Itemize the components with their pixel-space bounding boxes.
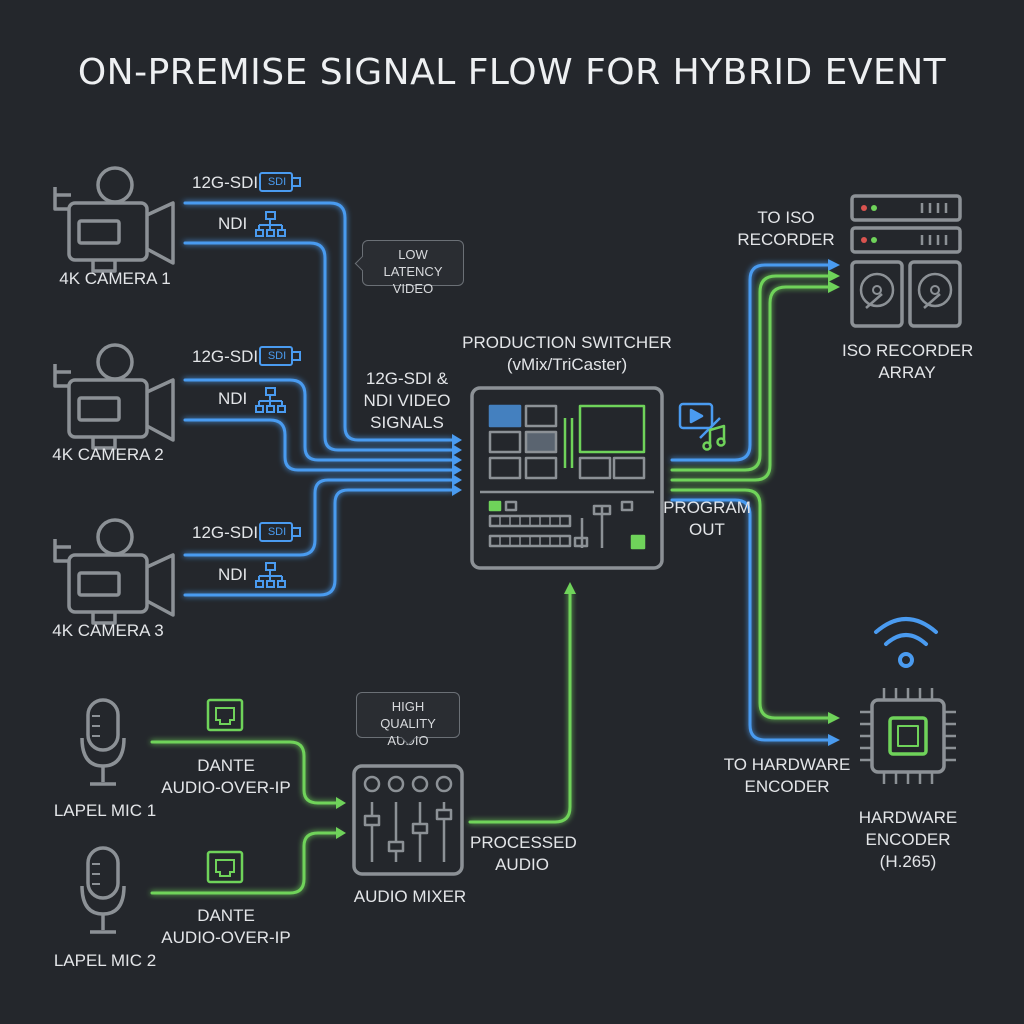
mixer-input-arrow-1 <box>336 797 346 809</box>
program-out-line-1: PROGRAM <box>663 498 751 517</box>
iso-link-line-2: RECORDER <box>737 230 835 249</box>
low-latency-note-line-2: VIDEO <box>392 281 434 296</box>
cam3-ndi-wire <box>183 488 454 597</box>
wifi-icon <box>874 617 938 668</box>
sdi-badge-text: SDI <box>267 526 287 538</box>
program-out-wire-3 <box>670 285 832 482</box>
encoder-link-line-1: TO HARDWARE <box>723 755 851 774</box>
page-title: ON-PREMISE SIGNAL FLOW FOR HYBRID EVENT <box>77 52 947 93</box>
hard-drive-icon <box>850 260 904 328</box>
sdi-badge-text: SDI <box>267 176 287 188</box>
video-camera-icon <box>53 166 175 273</box>
iso-recorder-name: ISO RECORDER ARRAY <box>842 340 974 384</box>
camera-1-name: 4K CAMERA 1 <box>59 269 171 288</box>
processed-audio-line-1: PROCESSED <box>470 833 577 852</box>
sdi-connector-icon <box>259 172 301 192</box>
sdi-connector-icon <box>259 346 301 366</box>
switcher-audio-arrow <box>564 582 576 594</box>
encoder-link-line-2: ENCODER <box>744 777 830 796</box>
network-tree-icon <box>255 562 286 588</box>
high-quality-note: HIGH QUALITY AUDIO <box>356 692 460 748</box>
encoder-chip-icon <box>860 688 956 784</box>
camera-3-sdi-label: 12G-SDI <box>192 523 259 542</box>
high-quality-note-line-1: HIGH QUALITY <box>380 699 436 731</box>
hardware-encoder-name: HARDWARE ENCODER (H.265) <box>848 807 968 873</box>
network-tree-icon <box>255 211 286 237</box>
microphone-icon <box>80 846 126 934</box>
server-rack-icon <box>850 194 962 254</box>
cam3-sdi-wire <box>183 478 454 557</box>
mic1-dante-wire <box>150 740 340 805</box>
encoder-name-line-3: (H.265) <box>879 852 937 871</box>
mixer-input-arrow-2 <box>336 827 346 839</box>
iso-recorder-line-1: ISO RECORDER <box>842 341 974 360</box>
camera-1-ndi-label: NDI <box>218 214 248 233</box>
camera-2-name: 4K CAMERA 2 <box>52 445 164 464</box>
mic-1-name: LAPEL MIC 1 <box>53 801 157 820</box>
program-out-wire-1 <box>670 263 832 462</box>
cam1-ndi-wire <box>183 241 454 452</box>
sdi-connector-icon <box>259 522 301 542</box>
switcher-title: PRODUCTION SWITCHER <box>462 333 672 352</box>
audio-mixer-icon <box>352 764 464 876</box>
camera-2-sdi-label: 12G-SDI <box>192 347 259 366</box>
video-signals-label: 12G-SDI & NDI VIDEO SIGNALS <box>352 368 462 434</box>
program-out-line-2: OUT <box>689 520 725 539</box>
video-signals-line-2: NDI VIDEO <box>363 391 451 410</box>
mic-1-link-label: DANTE AUDIO-OVER-IP <box>160 755 292 799</box>
network-tree-icon <box>255 387 286 413</box>
mic-2-link-line-2: AUDIO-OVER-IP <box>161 928 291 947</box>
mic-2-link-line-1: DANTE <box>197 906 255 925</box>
switcher-label: PRODUCTION SWITCHER (vMix/TriCaster) <box>452 332 682 376</box>
encoder-name-line-1: HARDWARE <box>858 808 958 827</box>
switcher-input-arrows <box>452 434 462 496</box>
cam1-sdi-wire <box>183 201 454 442</box>
microphone-icon <box>80 698 126 786</box>
processed-audio-label: PROCESSED AUDIO <box>470 832 577 876</box>
video-camera-icon <box>53 518 175 625</box>
program-out-wire-5 <box>670 498 832 742</box>
camera-1-sdi-label: 12G-SDI <box>192 173 259 192</box>
encoder-link-label: TO HARDWARE ENCODER <box>722 754 852 798</box>
processed-audio-line-2: AUDIO <box>495 855 549 874</box>
iso-link-label: TO ISO RECORDER <box>736 207 836 251</box>
mic-2-link-label: DANTE AUDIO-OVER-IP <box>160 905 292 949</box>
camera-2-ndi-label: NDI <box>218 389 248 408</box>
output-arrows <box>828 259 840 746</box>
mic-1-link-line-2: AUDIO-OVER-IP <box>161 778 291 797</box>
encoder-name-line-2: ENCODER <box>865 830 951 849</box>
mic-2-name: LAPEL MIC 2 <box>53 951 157 970</box>
ethernet-port-icon <box>206 850 244 884</box>
audio-mixer-name: AUDIO MIXER <box>353 887 467 906</box>
program-out-wire-4 <box>670 488 832 720</box>
production-switcher-icon <box>470 386 664 570</box>
program-out-wire-2 <box>670 274 832 472</box>
sdi-badge-text: SDI <box>267 350 287 362</box>
program-out-label: PROGRAM OUT <box>662 497 752 541</box>
switcher-subtitle: (vMix/TriCaster) <box>506 355 628 374</box>
mic2-dante-wire <box>150 831 340 895</box>
video-camera-icon <box>53 343 175 450</box>
iso-recorder-line-2: ARRAY <box>878 363 936 382</box>
processed-audio-wire <box>468 590 572 824</box>
ethernet-port-icon <box>206 698 244 732</box>
cam2-ndi-wire <box>183 418 454 472</box>
iso-link-line-1: TO ISO <box>757 208 815 227</box>
video-signals-line-3: SIGNALS <box>370 413 444 432</box>
media-play-note-icon <box>678 402 726 451</box>
video-signals-line-1: 12G-SDI & <box>365 369 449 388</box>
low-latency-note: LOW LATENCY VIDEO <box>354 240 464 296</box>
low-latency-note-line-1: LOW LATENCY <box>383 247 443 279</box>
hard-drive-icon <box>908 260 962 328</box>
camera-3-ndi-label: NDI <box>218 565 248 584</box>
cam2-sdi-wire <box>183 378 454 462</box>
mic-1-link-line-1: DANTE <box>197 756 255 775</box>
camera-3-name: 4K CAMERA 3 <box>52 621 164 640</box>
